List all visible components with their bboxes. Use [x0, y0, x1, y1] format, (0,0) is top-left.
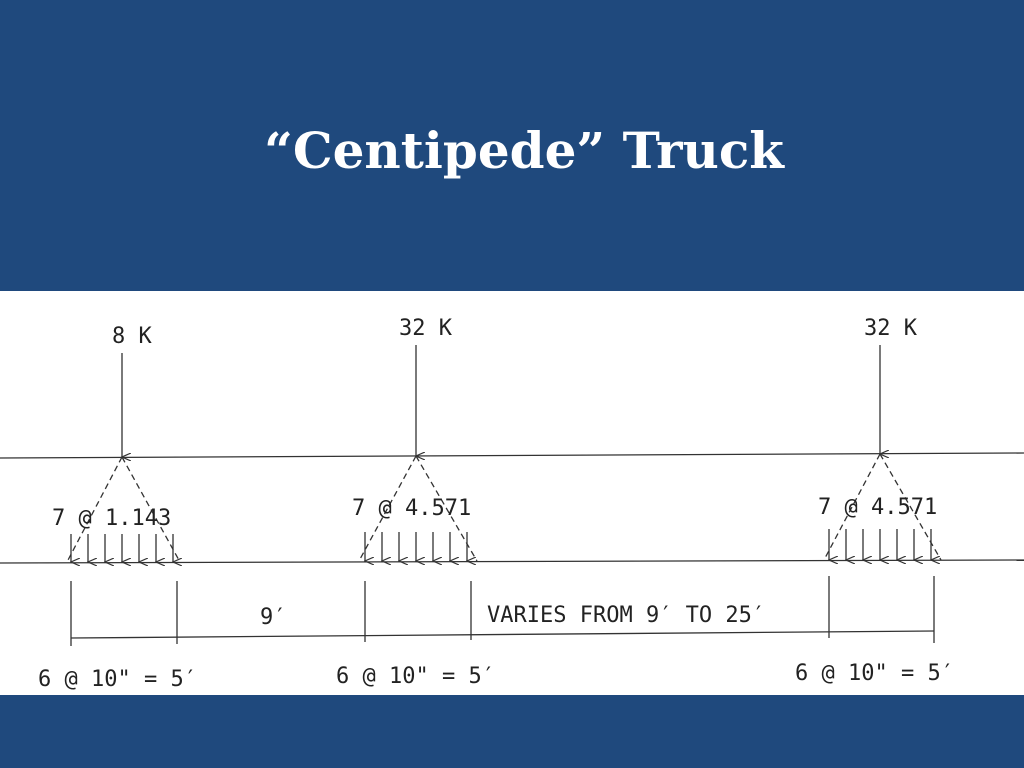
axle-2-spacing-label: 6 @ 10" = 5′	[336, 664, 495, 689]
gap-dimension-label: 9′	[260, 605, 287, 630]
axle-2-distributed-arrows	[365, 532, 467, 561]
axle-1-spacing-label: 6 @ 10" = 5′	[38, 667, 197, 692]
axle-3-distribution-label: 7 @ 4.571	[818, 495, 937, 520]
axle-group-1: 8 K 7 @ 1.143	[52, 324, 180, 562]
axle-1-distributed-arrows	[71, 534, 173, 562]
dimension-extension-lines	[70, 576, 935, 646]
axle-group-3: 32 K 7 @ 4.571	[818, 316, 942, 560]
axle-2-load-label: 32 K	[399, 316, 453, 341]
deck-bottom-line	[0, 559, 1024, 564]
axle-1-load-label: 8 K	[112, 324, 152, 349]
dimension-line	[70, 630, 935, 639]
axle-group-2: 32 K 7 @ 4.571	[352, 316, 478, 561]
varies-dimension-label: VARIES FROM 9′ TO 25′	[487, 603, 765, 628]
axle-3-spacing-label: 6 @ 10" = 5′	[795, 661, 954, 686]
truck-load-diagram: 8 K 7 @ 1.143 32 K 7 @ 4.571	[0, 291, 1024, 695]
axle-3-distributed-arrows	[829, 529, 931, 560]
deck-top-line	[0, 452, 1024, 459]
slide-title: “Centipede” Truck	[264, 121, 784, 180]
axle-3-load-label: 32 K	[864, 316, 918, 341]
axle-1-distribution-label: 7 @ 1.143	[52, 506, 171, 531]
axle-2-distribution-label: 7 @ 4.571	[352, 496, 471, 521]
